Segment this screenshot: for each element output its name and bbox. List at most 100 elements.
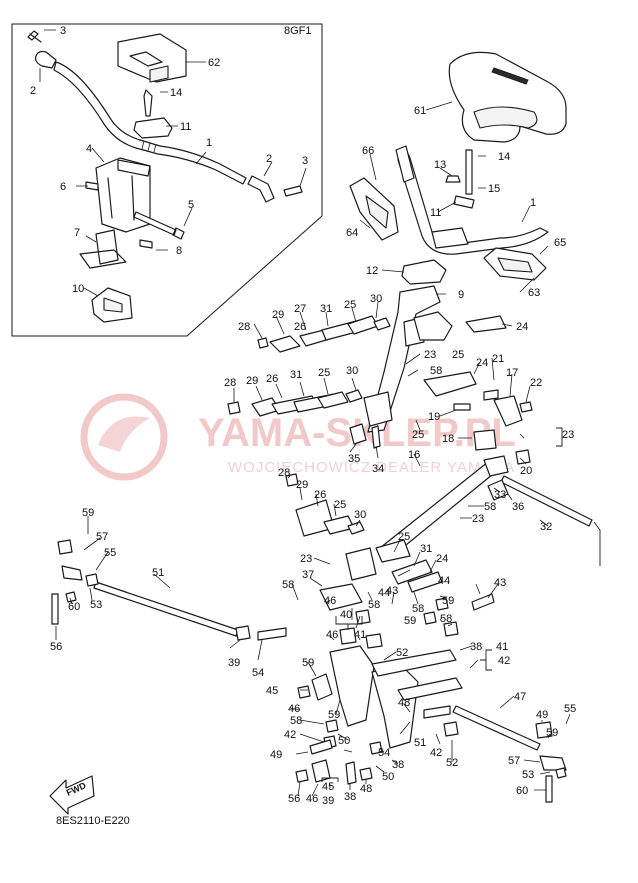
nut	[227, 401, 241, 415]
callout: 25	[344, 299, 356, 311]
callout: 20	[520, 465, 532, 477]
tie-rod-end	[61, 565, 83, 581]
callout: 17	[506, 367, 518, 379]
callout: 40	[340, 609, 352, 621]
bushing	[473, 429, 497, 451]
callout: 29	[272, 309, 284, 321]
callout: 14	[498, 151, 510, 163]
nut	[85, 573, 99, 587]
washer	[369, 741, 383, 755]
bracket	[79, 229, 127, 269]
callout: 25	[452, 349, 464, 361]
handlebar-holder-upper	[401, 259, 447, 285]
callout: 51	[414, 737, 426, 749]
callout: 16	[408, 449, 420, 461]
steering-arm	[465, 315, 507, 333]
washer	[65, 591, 77, 603]
callout: 28	[224, 377, 236, 389]
callout: 49	[270, 749, 282, 761]
bolt	[423, 705, 451, 719]
bolt	[371, 425, 381, 449]
callout: 53	[90, 599, 102, 611]
callout: 58	[290, 715, 302, 727]
leader	[291, 539, 499, 641]
callout: 60	[68, 601, 80, 613]
callout: 43	[494, 577, 506, 589]
link-arm	[375, 539, 411, 563]
nut	[423, 611, 437, 625]
clip	[453, 195, 475, 209]
fwd-arrow-icon	[49, 775, 95, 815]
callout: 58	[430, 365, 442, 377]
tie-rod	[452, 705, 541, 751]
callout: 11	[180, 121, 191, 133]
tie-rod-end	[539, 755, 567, 771]
callout: 35	[348, 453, 360, 465]
bolt	[27, 30, 42, 43]
callout: 61	[414, 105, 426, 117]
callout: 34	[372, 463, 384, 475]
callout: 44	[438, 575, 450, 587]
callout: 50	[382, 771, 394, 783]
steering-arm	[423, 371, 477, 397]
leader	[39, 29, 307, 297]
handlebar-pad-face	[473, 106, 538, 129]
callout: 39	[228, 657, 240, 669]
handlebar	[53, 61, 247, 185]
washer	[355, 609, 371, 625]
inset-frame	[11, 23, 323, 337]
bolt	[143, 89, 153, 117]
callout: 22	[530, 377, 542, 389]
callout: 10	[72, 283, 84, 295]
callout: 23	[424, 349, 436, 361]
callout: 28	[278, 467, 290, 479]
bracket	[593, 521, 601, 566]
callout: 12	[366, 265, 378, 277]
inset-code: 8GF1	[284, 25, 312, 37]
nut	[519, 401, 533, 413]
callout: 42	[498, 655, 510, 667]
callout: 46	[288, 703, 300, 715]
link-bushing	[317, 391, 349, 409]
handlebar-pad-slot	[149, 65, 169, 83]
callout: 65	[554, 237, 566, 249]
bushing	[311, 759, 331, 783]
callout: 59	[404, 615, 416, 627]
callout: 29	[296, 479, 308, 491]
callout: 58	[412, 603, 424, 615]
callout: 25	[318, 367, 330, 379]
washer	[445, 175, 461, 183]
leader	[55, 475, 549, 640]
callout: 25	[334, 499, 346, 511]
leader	[253, 101, 549, 339]
bolt	[345, 761, 357, 785]
callout: 26	[314, 489, 326, 501]
callout: 57	[508, 755, 520, 767]
callout: 32	[540, 521, 552, 533]
bushing	[365, 633, 383, 649]
drawing-code: 8ES2110-E220	[56, 815, 130, 827]
callout: 59	[82, 507, 94, 519]
handlebar-pad-cover	[117, 33, 187, 83]
washer	[295, 769, 309, 783]
callout: 45	[266, 685, 278, 697]
watermark-subtitle: WOJCIECHOWICZ DEALER YAMAHA	[228, 459, 515, 476]
bushing	[373, 317, 391, 331]
watermark-logo-mark	[98, 416, 150, 452]
callout: 38	[344, 791, 356, 803]
bolt	[453, 403, 471, 411]
callout: 39	[322, 795, 334, 807]
callout: 47	[514, 691, 526, 703]
callout: 4	[86, 143, 92, 155]
callout: 13	[434, 159, 446, 171]
ball-joint	[535, 721, 553, 739]
callout: 52	[446, 757, 458, 769]
washer	[325, 719, 339, 733]
cross-link	[397, 677, 463, 701]
bolt	[257, 627, 287, 641]
link-arm	[407, 571, 443, 593]
callout: 55	[564, 703, 576, 715]
bracket	[335, 616, 363, 630]
washer	[339, 627, 357, 645]
